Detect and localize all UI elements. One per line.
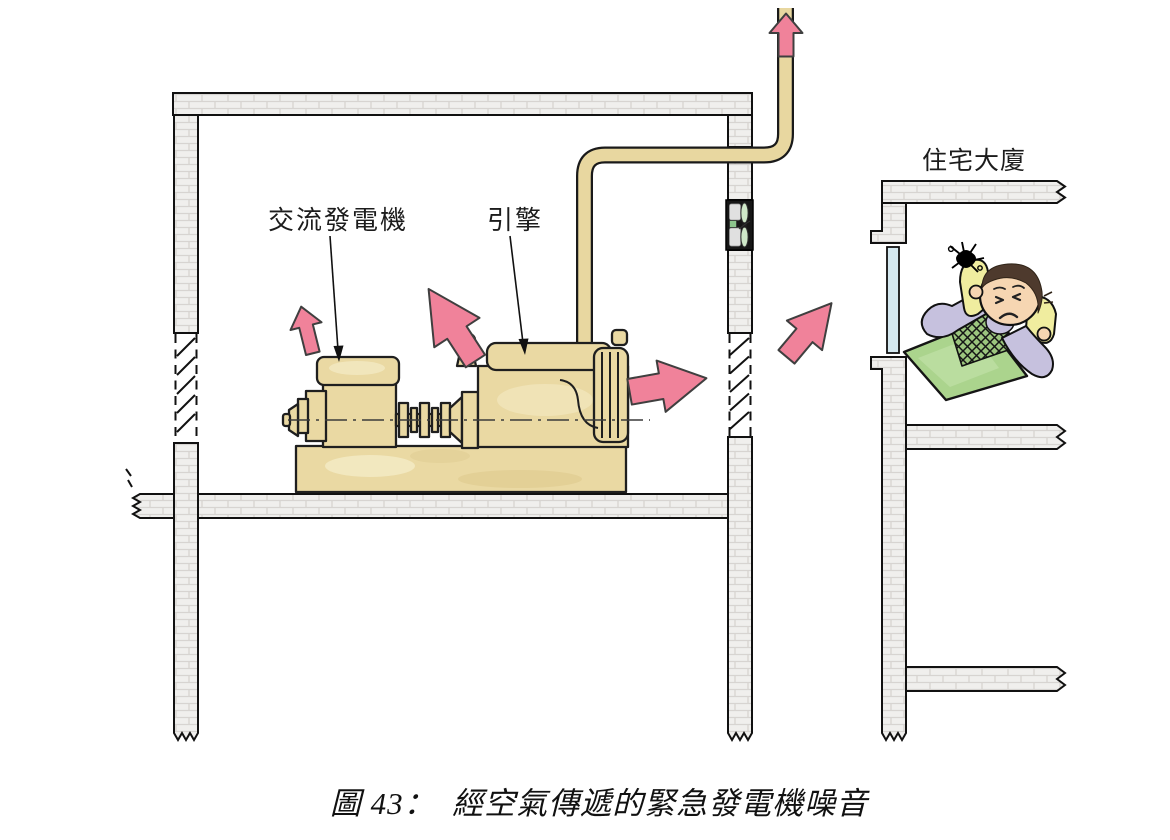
hair <box>981 263 1043 314</box>
person-in-bed <box>902 241 1057 402</box>
exhaust-louvre-right <box>728 334 752 436</box>
residential-bottom-slab <box>905 666 1067 692</box>
engine-label: 引擎 <box>487 206 544 235</box>
residential-ceiling-slab <box>881 180 1067 204</box>
residential-building <box>870 180 1067 743</box>
plant-room <box>130 92 753 743</box>
noise-arrow-right <box>626 359 708 413</box>
noise-scribble-icon <box>947 241 985 273</box>
left-wall-upper <box>173 92 199 334</box>
noise-arrow-exhaust-up <box>768 12 804 58</box>
exhaust-fan-unit <box>725 199 754 251</box>
fan-icon <box>738 202 751 248</box>
engine-leader-arrow <box>509 235 529 355</box>
leader-arrows <box>329 235 529 362</box>
window <box>886 246 900 354</box>
floor-slab <box>130 493 729 519</box>
residential-mid-slab <box>905 424 1067 450</box>
right-wall-seg-2 <box>727 161 753 201</box>
alternator-unit <box>281 355 401 449</box>
ceiling-slab <box>172 92 753 116</box>
noise-arrow-upright <box>777 302 833 365</box>
residential-wall-lower <box>870 356 907 743</box>
exhaust-pipe <box>576 8 794 362</box>
right-wall-lower <box>727 436 753 743</box>
alternator-label: 交流發電機 <box>268 206 409 235</box>
right-wall-seg-3 <box>727 249 753 334</box>
noise-arrow-big-upleft <box>427 287 487 369</box>
noise-arrow-small-up <box>289 305 323 356</box>
residential-building-label: 住宅大廈 <box>922 148 1027 175</box>
right-hand <box>1036 326 1052 342</box>
figure-caption: 圖 43： 經空氣傳遞的緊急發電機噪音 <box>329 786 869 821</box>
right-arm <box>1001 325 1054 379</box>
alternator-leader-arrow <box>329 235 344 362</box>
dash-marks <box>125 468 133 488</box>
noise-arrows <box>289 12 833 413</box>
face <box>993 284 1025 320</box>
generator-set <box>281 328 650 494</box>
left-wall-lower <box>173 442 199 743</box>
left-hand <box>968 284 984 300</box>
engine-unit <box>455 328 630 449</box>
intake-louvre-left <box>174 334 198 442</box>
